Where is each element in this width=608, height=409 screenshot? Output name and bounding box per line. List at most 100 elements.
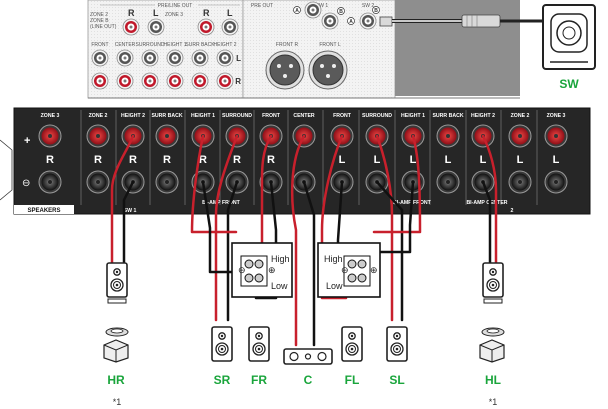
svg-text:R: R (94, 154, 102, 166)
sw1-b-marker: B (339, 9, 343, 15)
svg-text:⊖: ⊖ (341, 265, 349, 275)
svg-text:ZONE 3: ZONE 3 (41, 113, 60, 119)
svg-text:R: R (267, 154, 275, 166)
subwoofer-cable (379, 14, 546, 28)
center-header: CENTER (293, 113, 315, 119)
hl-speaker-icon (479, 262, 505, 363)
svg-text:FRONT: FRONT (333, 113, 352, 119)
sl-speaker-icon (386, 326, 408, 362)
zone3-r-jack (197, 18, 215, 36)
rca-l-label: L (236, 54, 241, 63)
zone3-r-label: R (203, 8, 210, 18)
svg-text:HEIGHT 1: HEIGHT 1 (401, 113, 425, 119)
sw1-a-jack (304, 1, 322, 19)
svg-text:R: R (163, 154, 171, 166)
subwoofer-icon (542, 4, 596, 70)
zone2-r-label: R (128, 8, 135, 18)
svg-text:FRONT: FRONT (91, 42, 108, 48)
svg-text:SURROUND: SURROUND (362, 113, 392, 119)
zone3-l-jack (221, 18, 239, 36)
front-r-xlr-label: FRONT R (276, 42, 299, 48)
sr-speaker-icon (211, 326, 233, 362)
svg-text:SURR BACK: SURR BACK (432, 113, 463, 119)
fl-speaker-icon (341, 326, 363, 362)
svg-text:SURROUND: SURROUND (136, 42, 165, 48)
biamp-left-high: High (324, 254, 343, 264)
right-channel-headers: FRONT SURROUND HEIGHT 1 SURR BACK HEIGHT… (333, 113, 565, 119)
pre-out-header: PRE OUT (251, 3, 273, 9)
svg-text:R: R (129, 154, 137, 166)
rear-io-panel: PRE/LINE OUT ZONE 2 ZONE B (LINE OUT) ZO… (87, 0, 546, 99)
zone2-l-jack (147, 18, 165, 36)
svg-text:L: L (553, 154, 560, 166)
front-l-xlr-label: FRONT L (319, 42, 341, 48)
rca-row-labels: FRONT CENTER SURROUND HEIGHT 1 SURR BACK… (91, 42, 236, 48)
biamp-center-label: BI-AMP CENTER (466, 200, 507, 206)
left-channel-headers: ZONE 3 ZONE 2 HEIGHT 2 SURR BACK HEIGHT … (41, 113, 281, 119)
zone2-label: ZONE 2 (90, 12, 108, 18)
sw2-a-marker: A (349, 19, 353, 25)
svg-text:L: L (480, 154, 487, 166)
biamp-right-low: Low (271, 281, 288, 291)
biamp-front-right-label: BI-AMP FRONT (202, 200, 240, 206)
svg-text:⊖: ⊖ (238, 265, 246, 275)
zone3-l-label: L (227, 8, 233, 18)
sw2-panel-label: 2 (511, 208, 514, 214)
footnote-left: *1 (113, 397, 122, 407)
svg-text:ZONE 2: ZONE 2 (89, 113, 108, 119)
svg-text:CENTER: CENTER (115, 42, 136, 48)
speaker-wires (110, 134, 498, 347)
speaker-terminal-panel: ZONE 3 ZONE 2 HEIGHT 2 SURR BACK HEIGHT … (0, 104, 608, 218)
zone2-l-label: L (153, 8, 159, 18)
fr-label: FR (251, 373, 267, 387)
sw1-b-jack (321, 12, 339, 30)
plus-mark: + (24, 135, 30, 147)
zone2-sub2: (LINE OUT) (90, 24, 117, 30)
svg-text:L: L (517, 154, 524, 166)
sw1-a-marker: A (295, 8, 299, 14)
svg-text:SURROUND: SURROUND (222, 113, 252, 119)
sw2-a-jack (359, 12, 377, 30)
biamp-box-right: ⊖ ⊕ High Low (231, 242, 293, 298)
hl-label: HL (485, 373, 501, 387)
fr-speaker-icon (248, 326, 270, 362)
hr-speaker-icon (103, 262, 129, 363)
svg-text:L: L (410, 154, 417, 166)
biamp-right-high: High (271, 254, 290, 264)
rca-r-label: R (235, 77, 241, 86)
svg-text:HEIGHT 2: HEIGHT 2 (471, 113, 495, 119)
channel-side-labels: R R R R R R R L L L L L L L (46, 154, 560, 166)
svg-text:FRONT: FRONT (262, 113, 281, 119)
speakers-label: SPEAKERS (27, 208, 60, 214)
zone2-r-jack (122, 18, 140, 36)
sw2-b-marker: B (374, 8, 378, 14)
svg-text:SURR BACK: SURR BACK (151, 113, 182, 119)
sw1-header: SW 1 (316, 3, 328, 9)
svg-text:L: L (374, 154, 381, 166)
svg-text:L: L (339, 154, 346, 166)
svg-text:L: L (445, 154, 452, 166)
zone3-label: ZONE 3 (165, 12, 183, 18)
biamp-left-low: Low (326, 281, 343, 291)
preline-out-header: PRE/LINE OUT (158, 3, 193, 9)
sw2-header: SW 2 (362, 3, 374, 9)
subwoofer-label: SW (559, 77, 579, 91)
hr-label: HR (107, 373, 125, 387)
minus-mark: ⊖ (22, 178, 30, 189)
svg-text:ZONE 3: ZONE 3 (547, 113, 566, 119)
svg-text:R: R (46, 154, 54, 166)
svg-text:⊕: ⊕ (370, 265, 378, 275)
svg-text:HEIGHT 1: HEIGHT 1 (191, 113, 215, 119)
c-label: C (304, 373, 313, 387)
sl-label: SL (389, 373, 404, 387)
front-l-xlr-jack (308, 50, 348, 90)
svg-text:HEIGHT 2: HEIGHT 2 (214, 42, 237, 48)
c-speaker-icon (283, 348, 333, 365)
sw1-panel-label: SW 1 (124, 208, 137, 214)
zone2-sub1: ZONE B (90, 18, 109, 24)
svg-text:ZONE 2: ZONE 2 (511, 113, 530, 119)
biamp-box-left: ⊖ ⊕ High Low (317, 242, 381, 298)
fl-label: FL (345, 373, 360, 387)
svg-text:SURR BACK: SURR BACK (185, 42, 215, 48)
